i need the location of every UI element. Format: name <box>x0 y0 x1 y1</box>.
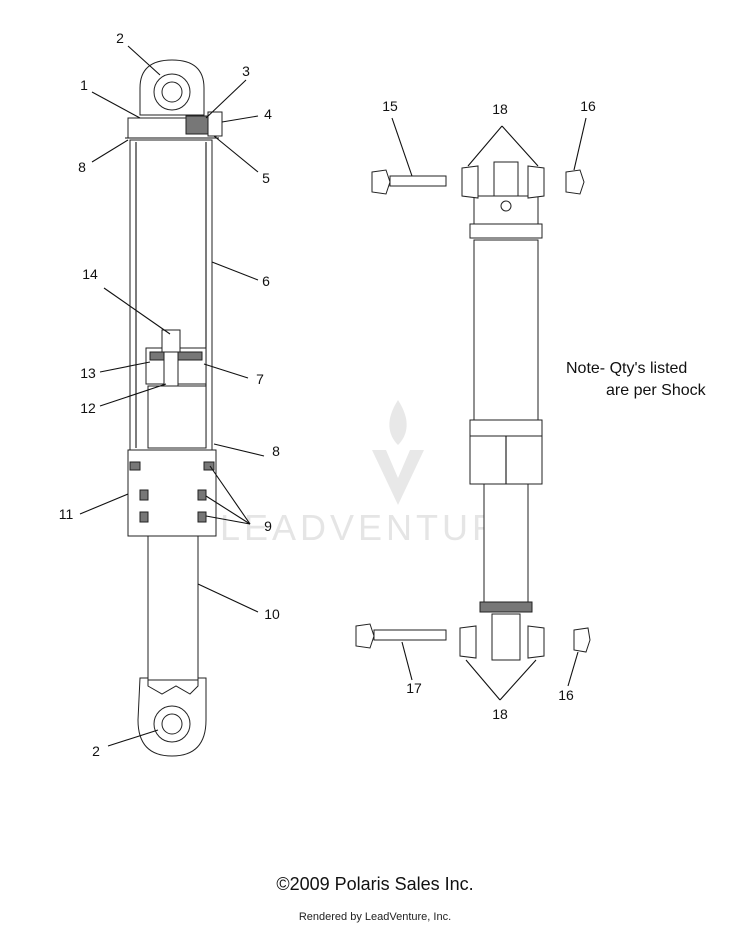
callout-2-top: 2 <box>116 30 124 46</box>
nut-16-bottom <box>573 627 591 653</box>
bolt-15-shank <box>389 175 447 187</box>
leader-15 <box>391 117 413 177</box>
callout-8-top: 8 <box>78 159 86 175</box>
callout-8-lower: 8 <box>272 443 280 459</box>
top-collar <box>469 223 543 239</box>
callout-17: 17 <box>406 680 422 696</box>
seal-9b <box>203 461 215 471</box>
left-shock-cutaway <box>125 59 223 757</box>
seal-9e <box>139 511 149 523</box>
top-mount-pin <box>500 200 512 212</box>
right-lower-collar <box>469 419 543 437</box>
inner-tube <box>147 385 207 449</box>
left-callout-labels: 1 2 3 4 5 6 7 8 9 10 11 12 13 14 2 8 <box>59 30 280 759</box>
bushing-18-bottom-left <box>459 625 477 659</box>
copyright-text: ©2009 Polaris Sales Inc. <box>276 874 474 894</box>
note-line-2: are per Shock <box>606 382 706 399</box>
callout-2-bottom: 2 <box>92 743 100 759</box>
leader-12 <box>99 383 167 407</box>
leader-13 <box>99 361 151 373</box>
leader-9c <box>205 515 251 525</box>
watermark-logo-icon <box>372 450 424 505</box>
leader-18-bottom-a <box>465 659 501 701</box>
leader-10 <box>197 583 259 613</box>
lower-shaft <box>147 535 199 681</box>
callout-6: 6 <box>262 273 270 289</box>
leader-7 <box>203 363 249 379</box>
leader-11 <box>79 493 129 515</box>
leader-9a <box>209 465 251 525</box>
watermark: LEADVENTURE <box>220 400 530 548</box>
bottom-bushing-hole <box>161 713 183 735</box>
seal-9d <box>197 489 207 501</box>
watermark-text: LEADVENTURE <box>220 507 530 548</box>
nut-16-top <box>565 169 585 195</box>
bushing-18-bottom-right <box>527 625 545 659</box>
right-shock-assembled <box>355 161 591 661</box>
leader-5 <box>213 135 259 173</box>
note-line-1: Note- Qty's listed <box>566 360 688 377</box>
seal-9a <box>129 461 141 471</box>
leader-2-bottom <box>107 729 159 747</box>
right-callout-labels: 15 18 16 17 18 16 <box>382 98 596 722</box>
callout-9: 9 <box>264 518 272 534</box>
valve-cap-4 <box>207 111 223 137</box>
leader-9b <box>205 495 251 525</box>
leader-8-top <box>91 139 129 163</box>
callout-7: 7 <box>256 371 264 387</box>
seal-9c <box>139 489 149 501</box>
rendered-by-text: Rendered by LeadVenture, Inc. <box>298 911 452 923</box>
bushing-18-top-right <box>527 165 545 199</box>
callout-12: 12 <box>80 400 96 416</box>
callout-14: 14 <box>82 266 98 282</box>
leader-18-top-b <box>501 125 539 167</box>
callout-18-bottom: 18 <box>492 706 508 722</box>
leader-18-bottom-b <box>499 659 537 701</box>
leader-1 <box>91 91 141 119</box>
right-bumper <box>479 601 533 613</box>
callout-1: 1 <box>80 77 88 93</box>
piston-nut <box>161 329 181 353</box>
bottom-clevis <box>491 613 521 661</box>
leader-2-top <box>127 45 161 76</box>
leader-16-bottom <box>567 651 579 687</box>
callout-15: 15 <box>382 98 398 114</box>
left-leaders <box>79 45 265 747</box>
valve-part-3 <box>185 115 209 135</box>
bolt-15-head <box>371 169 391 195</box>
callout-13: 13 <box>80 365 96 381</box>
bushing-18-top-left <box>461 165 479 199</box>
leader-17 <box>401 641 413 681</box>
bolt-17-head <box>355 623 375 649</box>
right-body-tube <box>473 239 539 421</box>
leader-6 <box>211 261 259 281</box>
callout-18-top: 18 <box>492 101 508 117</box>
top-bushing-hole <box>161 81 183 103</box>
leader-3 <box>205 79 247 119</box>
callout-11: 11 <box>59 506 74 522</box>
leader-8-lower <box>213 443 265 457</box>
seal-9f <box>197 511 207 523</box>
leader-18-top-a <box>467 125 503 167</box>
callout-3: 3 <box>242 63 250 79</box>
watermark-flame-icon <box>389 400 407 445</box>
leader-16-top <box>573 117 587 171</box>
leader-14 <box>103 287 171 335</box>
right-leaders <box>391 117 587 701</box>
callout-5: 5 <box>262 170 270 186</box>
callout-10: 10 <box>264 606 280 622</box>
callout-16-bottom: 16 <box>558 687 574 703</box>
callout-16-top: 16 <box>580 98 596 114</box>
callout-4: 4 <box>264 106 272 122</box>
bolt-17-shank <box>373 629 447 641</box>
right-shaft <box>483 483 529 605</box>
leader-4 <box>221 115 259 123</box>
